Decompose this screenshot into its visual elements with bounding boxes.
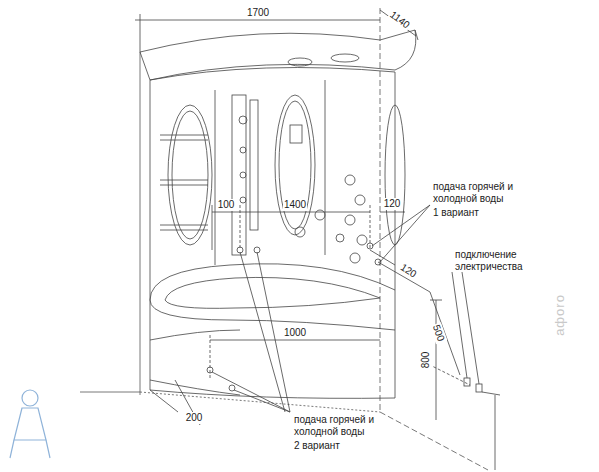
note-label: 2 вариант [294,440,340,452]
dimension-label: 200 [185,412,204,424]
dimension-label: 500 [429,322,447,344]
note-label: 1 вариант [433,207,479,219]
dimension-label: 120 [383,198,402,210]
watermark: aфoro [554,294,566,336]
dimension-label: 100 [217,199,236,211]
dimension-label: 120 [397,261,419,281]
note-label: подача горячей и холодной воды [294,414,386,438]
dimension-label: 1400 [283,199,307,211]
note-label: подача горячей и холодной воды [433,181,525,205]
dimension-label: 1140 [387,8,413,32]
dimension-label: 1000 [283,327,307,339]
dimension-label: 1700 [246,7,270,19]
dimension-label: 800 [420,351,432,370]
note-label: подключение электричества [455,249,535,273]
